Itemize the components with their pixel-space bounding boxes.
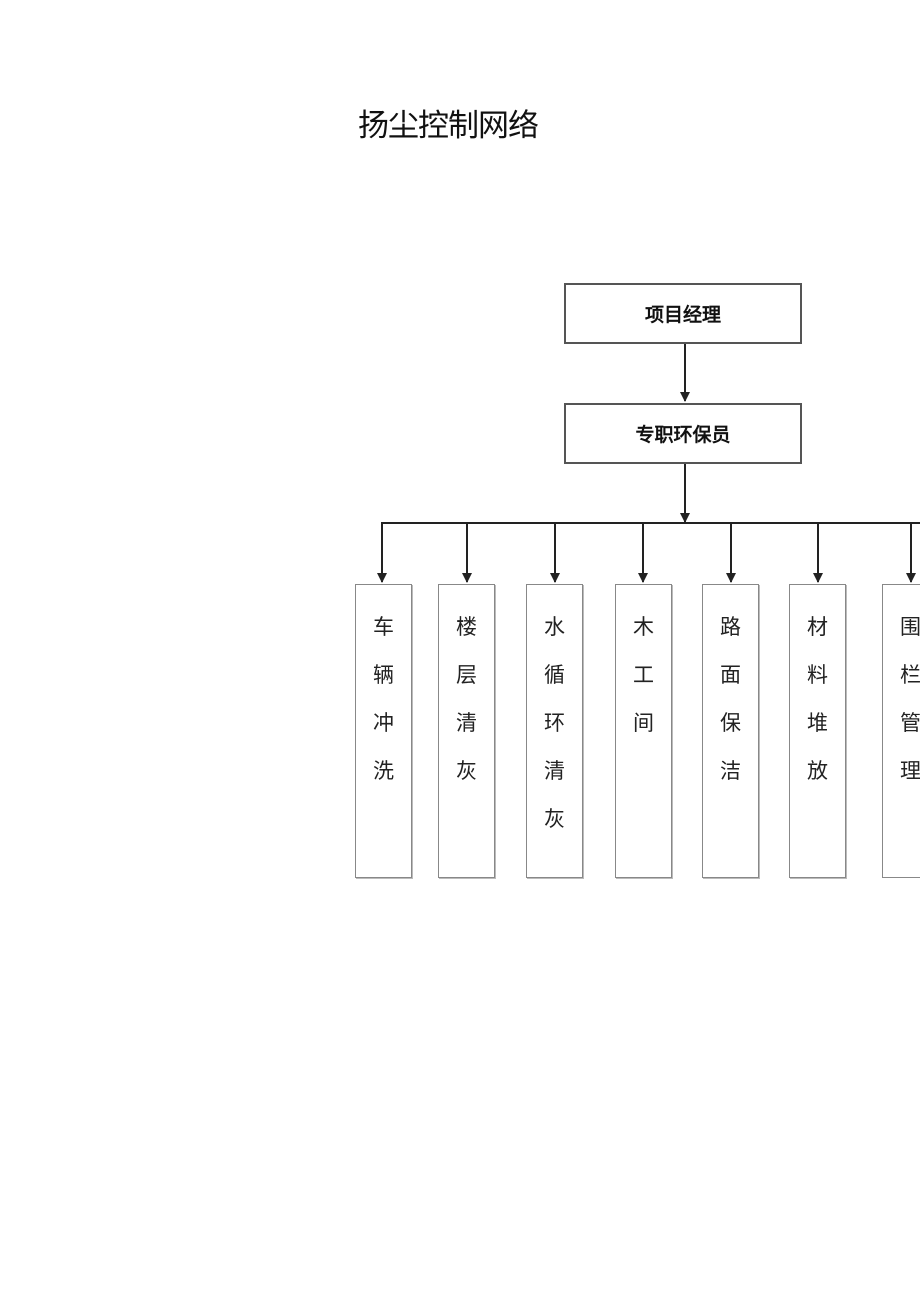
task-box-vehicle-washing: 车辆冲洗 [355,584,412,878]
task-label: 木工间 [633,615,654,735]
task-label: 楼层清灰 [456,615,477,783]
task-label: 围栏管理 [900,615,920,783]
task-box-road-cleaning: 路面保洁 [702,584,759,878]
environmental-officer-box: 专职环保员 [564,403,802,464]
page-title: 扬尘控制网络 [358,108,539,144]
task-box-water-recycling: 水循环清灰 [526,584,583,878]
task-box-floor-cleaning: 楼层清灰 [438,584,495,878]
task-label: 水循环清灰 [544,615,565,831]
task-label: 车辆冲洗 [373,615,394,783]
task-box-material-stacking: 材料堆放 [789,584,846,878]
task-box-fence-management: 围栏管理 [882,584,920,878]
task-label: 路面保洁 [720,615,741,783]
project-manager-box: 项目经理 [564,283,802,344]
task-label: 材料堆放 [807,615,828,783]
task-box-carpentry-shop: 木工间 [615,584,672,878]
